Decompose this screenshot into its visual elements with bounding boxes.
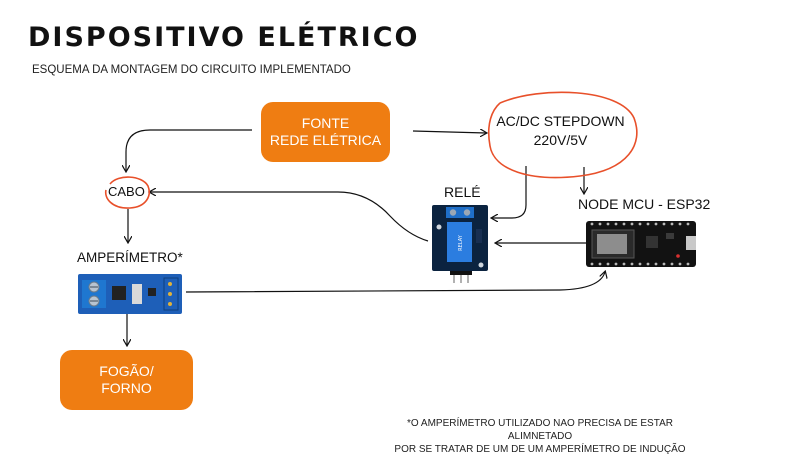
stepdown-label-line2: 220V/5V: [533, 132, 588, 148]
stepdown-label-line1: AC/DC STEPDOWN: [496, 113, 625, 129]
stepdown-node: AC/DC STEPDOWN 220V/5V: [493, 112, 628, 150]
cabo-label: CABO: [108, 184, 145, 199]
ammeter-sensor-image: [78, 274, 182, 314]
amperimetro-label: AMPERÍMETRO*: [77, 250, 183, 265]
footnote: *O AMPERÍMETRO UTILIZADO NAO PRECISA DE …: [380, 417, 700, 456]
fonte-label-line1: FONTE: [301, 115, 350, 131]
esp32-label: NODE MCU - ESP32: [578, 196, 711, 212]
rele-label: RELÉ: [444, 184, 481, 200]
fogao-box: FOGÃO/ FORNO: [60, 350, 193, 410]
cabo-circle: [104, 176, 150, 209]
arrow-amperimetro-to-esp32: [185, 272, 605, 293]
fonte-box: FONTE REDE ELÉTRICA: [261, 102, 390, 162]
fogao-label-line2: FORNO: [101, 380, 152, 396]
esp32-board-image: [586, 221, 696, 267]
relay-module-image: RELAY: [432, 205, 488, 283]
page-subtitle: ESQUEMA DA MONTAGEM DO CIRCUITO IMPLEMEN…: [32, 64, 351, 76]
footnote-line1: *O AMPERÍMETRO UTILIZADO NAO PRECISA DE …: [407, 418, 673, 442]
stepdown-circle: [487, 91, 638, 179]
page-title: DISPOSITIVO ELÉTRICO: [28, 22, 420, 53]
arrow-fonte-to-stepdown: [412, 131, 486, 133]
fonte-label-line2: REDE ELÉTRICA: [269, 132, 382, 148]
arrow-stepdown-to-rele: [492, 166, 527, 218]
arrow-rele-to-cabo: [150, 192, 429, 242]
fogao-label-line1: FOGÃO/: [99, 363, 154, 379]
svg-text:RELAY: RELAY: [458, 234, 464, 251]
arrow-fonte-to-cabo: [126, 129, 252, 171]
